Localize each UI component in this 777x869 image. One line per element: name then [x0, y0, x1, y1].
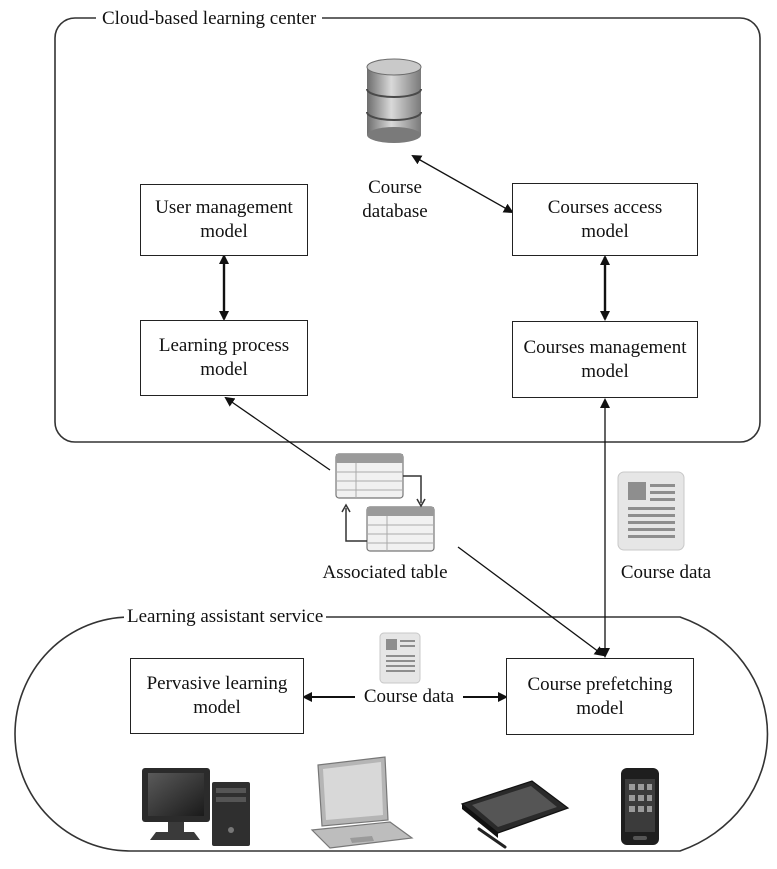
document-icon	[617, 471, 685, 551]
laptop-icon	[310, 756, 414, 849]
desktop-computer-icon	[142, 768, 250, 846]
courses-access-model-box: Courses access model	[512, 183, 698, 256]
learning-assistant-service-group	[14, 616, 769, 852]
course-data-horizontal-label: Course data	[355, 685, 463, 709]
cloud-group-title: Cloud-based learning center	[96, 7, 323, 31]
course-database-label: Course database	[362, 177, 428, 222]
associated-table-icon	[335, 453, 435, 552]
course-data-vertical-label: Course data	[620, 562, 712, 583]
db-access-arrow	[411, 155, 514, 213]
smartphone-icon	[621, 768, 659, 845]
database-icon	[366, 58, 422, 143]
associated-table-label: Associated table	[322, 562, 448, 583]
cloud-learning-center-group	[54, 17, 761, 443]
pervasive-learning-model-box: Pervasive learning model	[130, 658, 304, 734]
document-small-icon	[379, 632, 421, 684]
courses-management-model-box: Courses management model	[512, 321, 698, 398]
table-to-prefetch-arrow	[457, 546, 605, 657]
course-prefetching-model-box: Course prefetching model	[506, 658, 694, 735]
user-management-model-box: User management model	[140, 184, 308, 256]
tablet-icon	[460, 780, 570, 849]
learning-process-model-box: Learning process model	[140, 320, 308, 396]
service-group-title: Learning assistant service	[124, 605, 327, 629]
table-to-learning-arrow	[224, 396, 331, 471]
